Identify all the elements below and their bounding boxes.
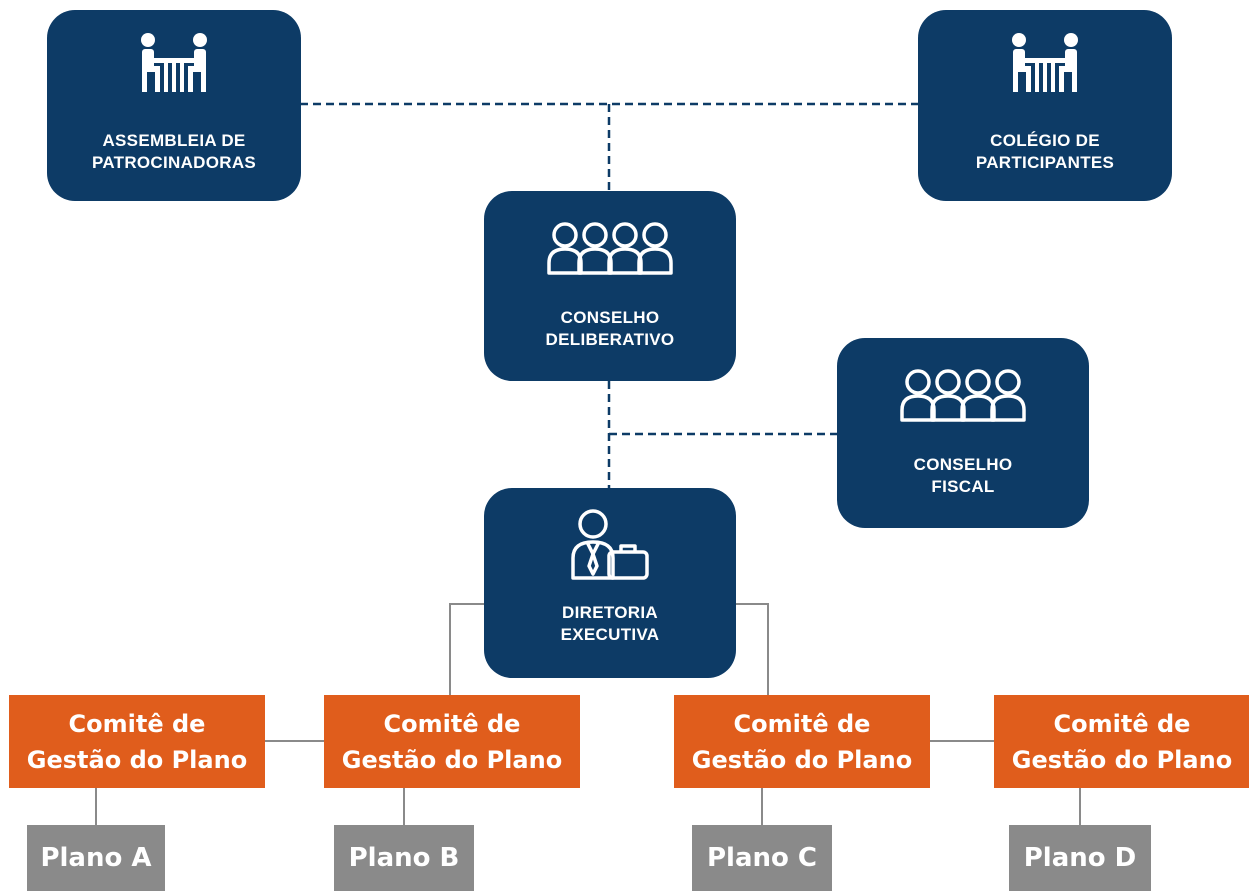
diretoria-label-line2: EXECUTIVA xyxy=(560,625,660,644)
comite-label-line1: Comitê de xyxy=(383,709,521,738)
colegio-de-participantes-box: COLÉGIO DE PARTICIPANTES xyxy=(918,10,1172,201)
conselho-fiscal-box: CONSELHO FISCAL xyxy=(837,338,1089,528)
diretoria-label-line1: DIRETORIA xyxy=(562,603,658,622)
plano-c-label: Plano C xyxy=(706,843,818,873)
group-people-icon xyxy=(547,222,673,275)
plano-d-label: Plano D xyxy=(1023,843,1137,873)
comite-label-line1: Comitê de xyxy=(733,709,871,738)
comite-label-line2: Gestão do Plano xyxy=(341,745,563,774)
conselho-fiscal-label-line1: CONSELHO xyxy=(913,455,1013,474)
conselho-deliberativo-label-line2: DELIBERATIVO xyxy=(545,330,675,349)
comite-gestao-plano-box-2: Comitê de Gestão do Plano xyxy=(324,695,580,788)
comite-label-line1: Comitê de xyxy=(1053,709,1191,738)
comite-gestao-plano-box-4: Comitê de Gestão do Plano xyxy=(994,695,1249,788)
meeting-table-icon xyxy=(141,33,207,92)
solid-connector-diretoria-right xyxy=(735,603,769,695)
plano-a-label: Plano A xyxy=(40,843,152,873)
comite-label-line2: Gestão do Plano xyxy=(26,745,248,774)
comite-label-line2: Gestão do Plano xyxy=(691,745,913,774)
colegio-label-line1: COLÉGIO DE xyxy=(990,131,1100,150)
comite-label-line1: Comitê de xyxy=(68,709,206,738)
colegio-label-line2: PARTICIPANTES xyxy=(975,153,1115,172)
plano-d-box: Plano D xyxy=(1009,825,1151,891)
diretoria-executiva-box: DIRETORIA EXECUTIVA xyxy=(484,488,736,678)
meeting-table-icon xyxy=(1012,33,1078,92)
assembleia-label-line1: ASSEMBLEIA DE xyxy=(102,131,246,150)
conselho-deliberativo-label-line1: CONSELHO xyxy=(560,308,660,327)
conselho-deliberativo-box: CONSELHO DELIBERATIVO xyxy=(484,191,736,381)
plano-b-box: Plano B xyxy=(334,825,474,891)
solid-connector-diretoria-left xyxy=(449,603,484,695)
group-people-icon xyxy=(900,369,1026,422)
plano-c-box: Plano C xyxy=(692,825,832,891)
assembleia-label-line2: PATROCINADORAS xyxy=(91,153,257,172)
executive-briefcase-icon xyxy=(571,509,649,580)
comite-gestao-plano-box-3: Comitê de Gestão do Plano xyxy=(674,695,930,788)
plano-a-box: Plano A xyxy=(27,825,165,891)
comite-gestao-plano-box-1: Comitê de Gestão do Plano xyxy=(9,695,265,788)
plano-b-label: Plano B xyxy=(348,843,460,873)
conselho-fiscal-label-line2: FISCAL xyxy=(931,477,995,496)
comite-label-line2: Gestão do Plano xyxy=(1011,745,1233,774)
assembleia-de-patrocinadoras-box: ASSEMBLEIA DE PATROCINADORAS xyxy=(47,10,301,201)
